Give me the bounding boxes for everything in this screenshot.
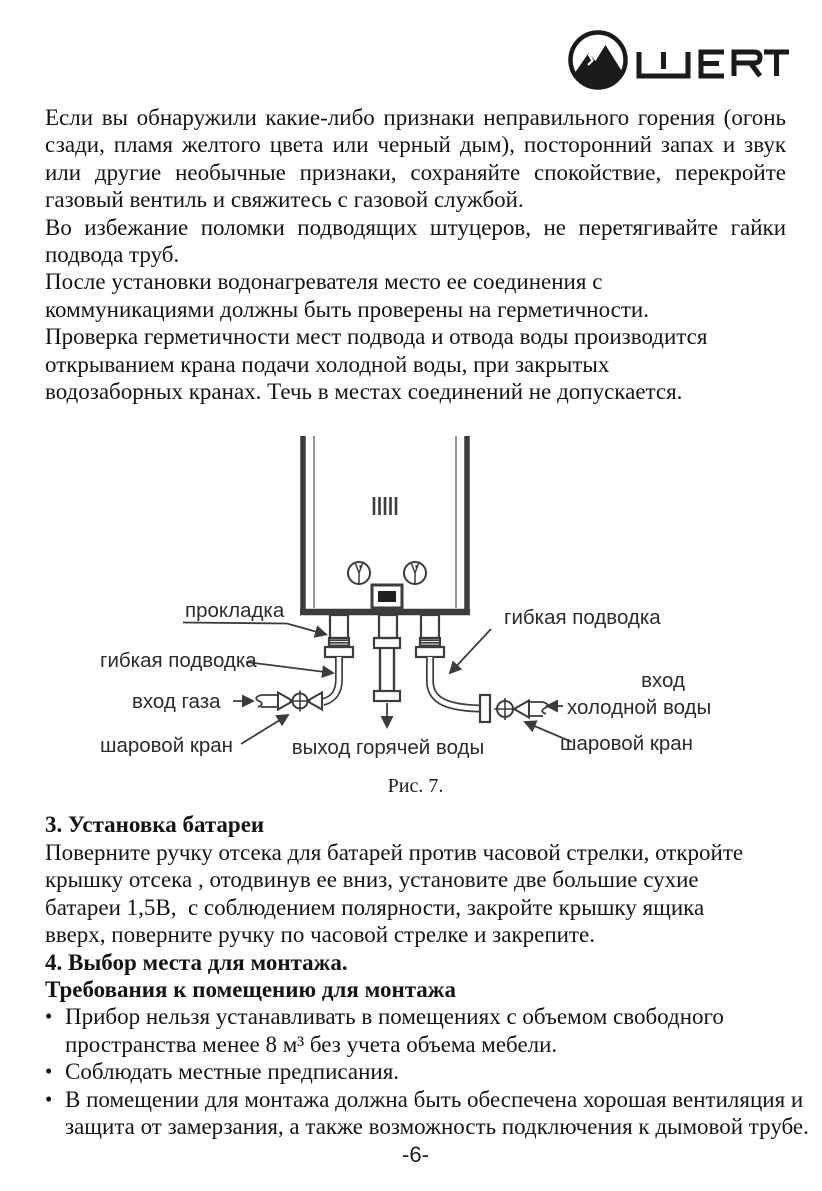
pipe-connections	[323, 614, 446, 703]
figure-installation: прокладка гибкая подводка вход газа шаро…	[45, 405, 786, 799]
control-knob-left-icon	[347, 561, 371, 586]
wert-logo-graphic	[568, 30, 789, 90]
bullet-item-volume: • Прибор нельзя устанавливать в помещени…	[45, 1003, 786, 1058]
label-gasket: прокладка	[185, 599, 285, 622]
intro-paragraph-4: Проверка герметичности мест подвода и от…	[45, 324, 708, 405]
flex-hose-right-icon	[426, 657, 480, 713]
label-flex-hose-right: гибкая подводка	[504, 606, 661, 629]
wert-logo	[560, 24, 792, 96]
page-number: -6-	[402, 1142, 429, 1168]
label-gas-inlet: вход газа	[132, 690, 221, 713]
ball-valve-left-icon	[255, 690, 323, 712]
bullet-item-regulations: • Соблюдать местные предписания.	[45, 1058, 786, 1085]
label-ball-valve-right: шаровой кран	[560, 732, 693, 755]
label-cold-inlet-line2: холодной воды	[567, 696, 711, 719]
bullet-glyph: •	[45, 1004, 53, 1029]
bullet-text: Соблюдать местные предписания.	[65, 1059, 400, 1085]
section-3-heading: 3. Установка батареи	[45, 812, 265, 838]
bullet-glyph: •	[45, 1059, 53, 1084]
section-4-subheading: Требования к помещению для монтажа	[45, 976, 456, 1002]
figure-caption: Рис. 7.	[387, 775, 444, 798]
label-ball-valve-left: шаровой кран	[100, 734, 233, 757]
intro-paragraph-1: Если вы обнаружили какие-либо признаки н…	[45, 105, 786, 213]
bullet-glyph: •	[45, 1086, 53, 1111]
vent-slits-icon	[372, 497, 398, 516]
section-4-heading: 4. Выбор места для монтажа.	[45, 949, 348, 975]
label-cold-inlet-line1: вход	[641, 669, 685, 692]
bullet-item-ventilation: • В помещении для монтажа должна быть об…	[45, 1086, 809, 1141]
ball-valve-right-icon	[478, 694, 549, 724]
diagram-arrows	[182, 622, 573, 746]
mountain-icon	[568, 30, 628, 90]
bullet-text: Прибор нельзя устанавливать в помещениях…	[65, 1004, 724, 1057]
installation-diagram: прокладка гибкая подводка вход газа шаро…	[100, 436, 711, 759]
intro-paragraph-2: Во избежание поломки подводящих штуцеров…	[45, 214, 786, 268]
section-3-body: Поверните ручку отсека для батарей проти…	[45, 839, 744, 948]
label-hot-outlet: выход горячей воды	[292, 736, 485, 759]
display-window-icon	[370, 583, 404, 610]
flex-hose-left-icon	[321, 657, 343, 707]
label-flex-hose-left: гибкая подводка	[100, 649, 257, 672]
bullet-text: В помещении для монтажа должна быть обес…	[65, 1086, 809, 1139]
control-knob-right-icon	[403, 561, 427, 586]
brand-wordmark	[636, 49, 789, 79]
intro-paragraph-3: После установки водонагревателя место ее…	[45, 269, 649, 322]
heater-body	[300, 436, 470, 616]
